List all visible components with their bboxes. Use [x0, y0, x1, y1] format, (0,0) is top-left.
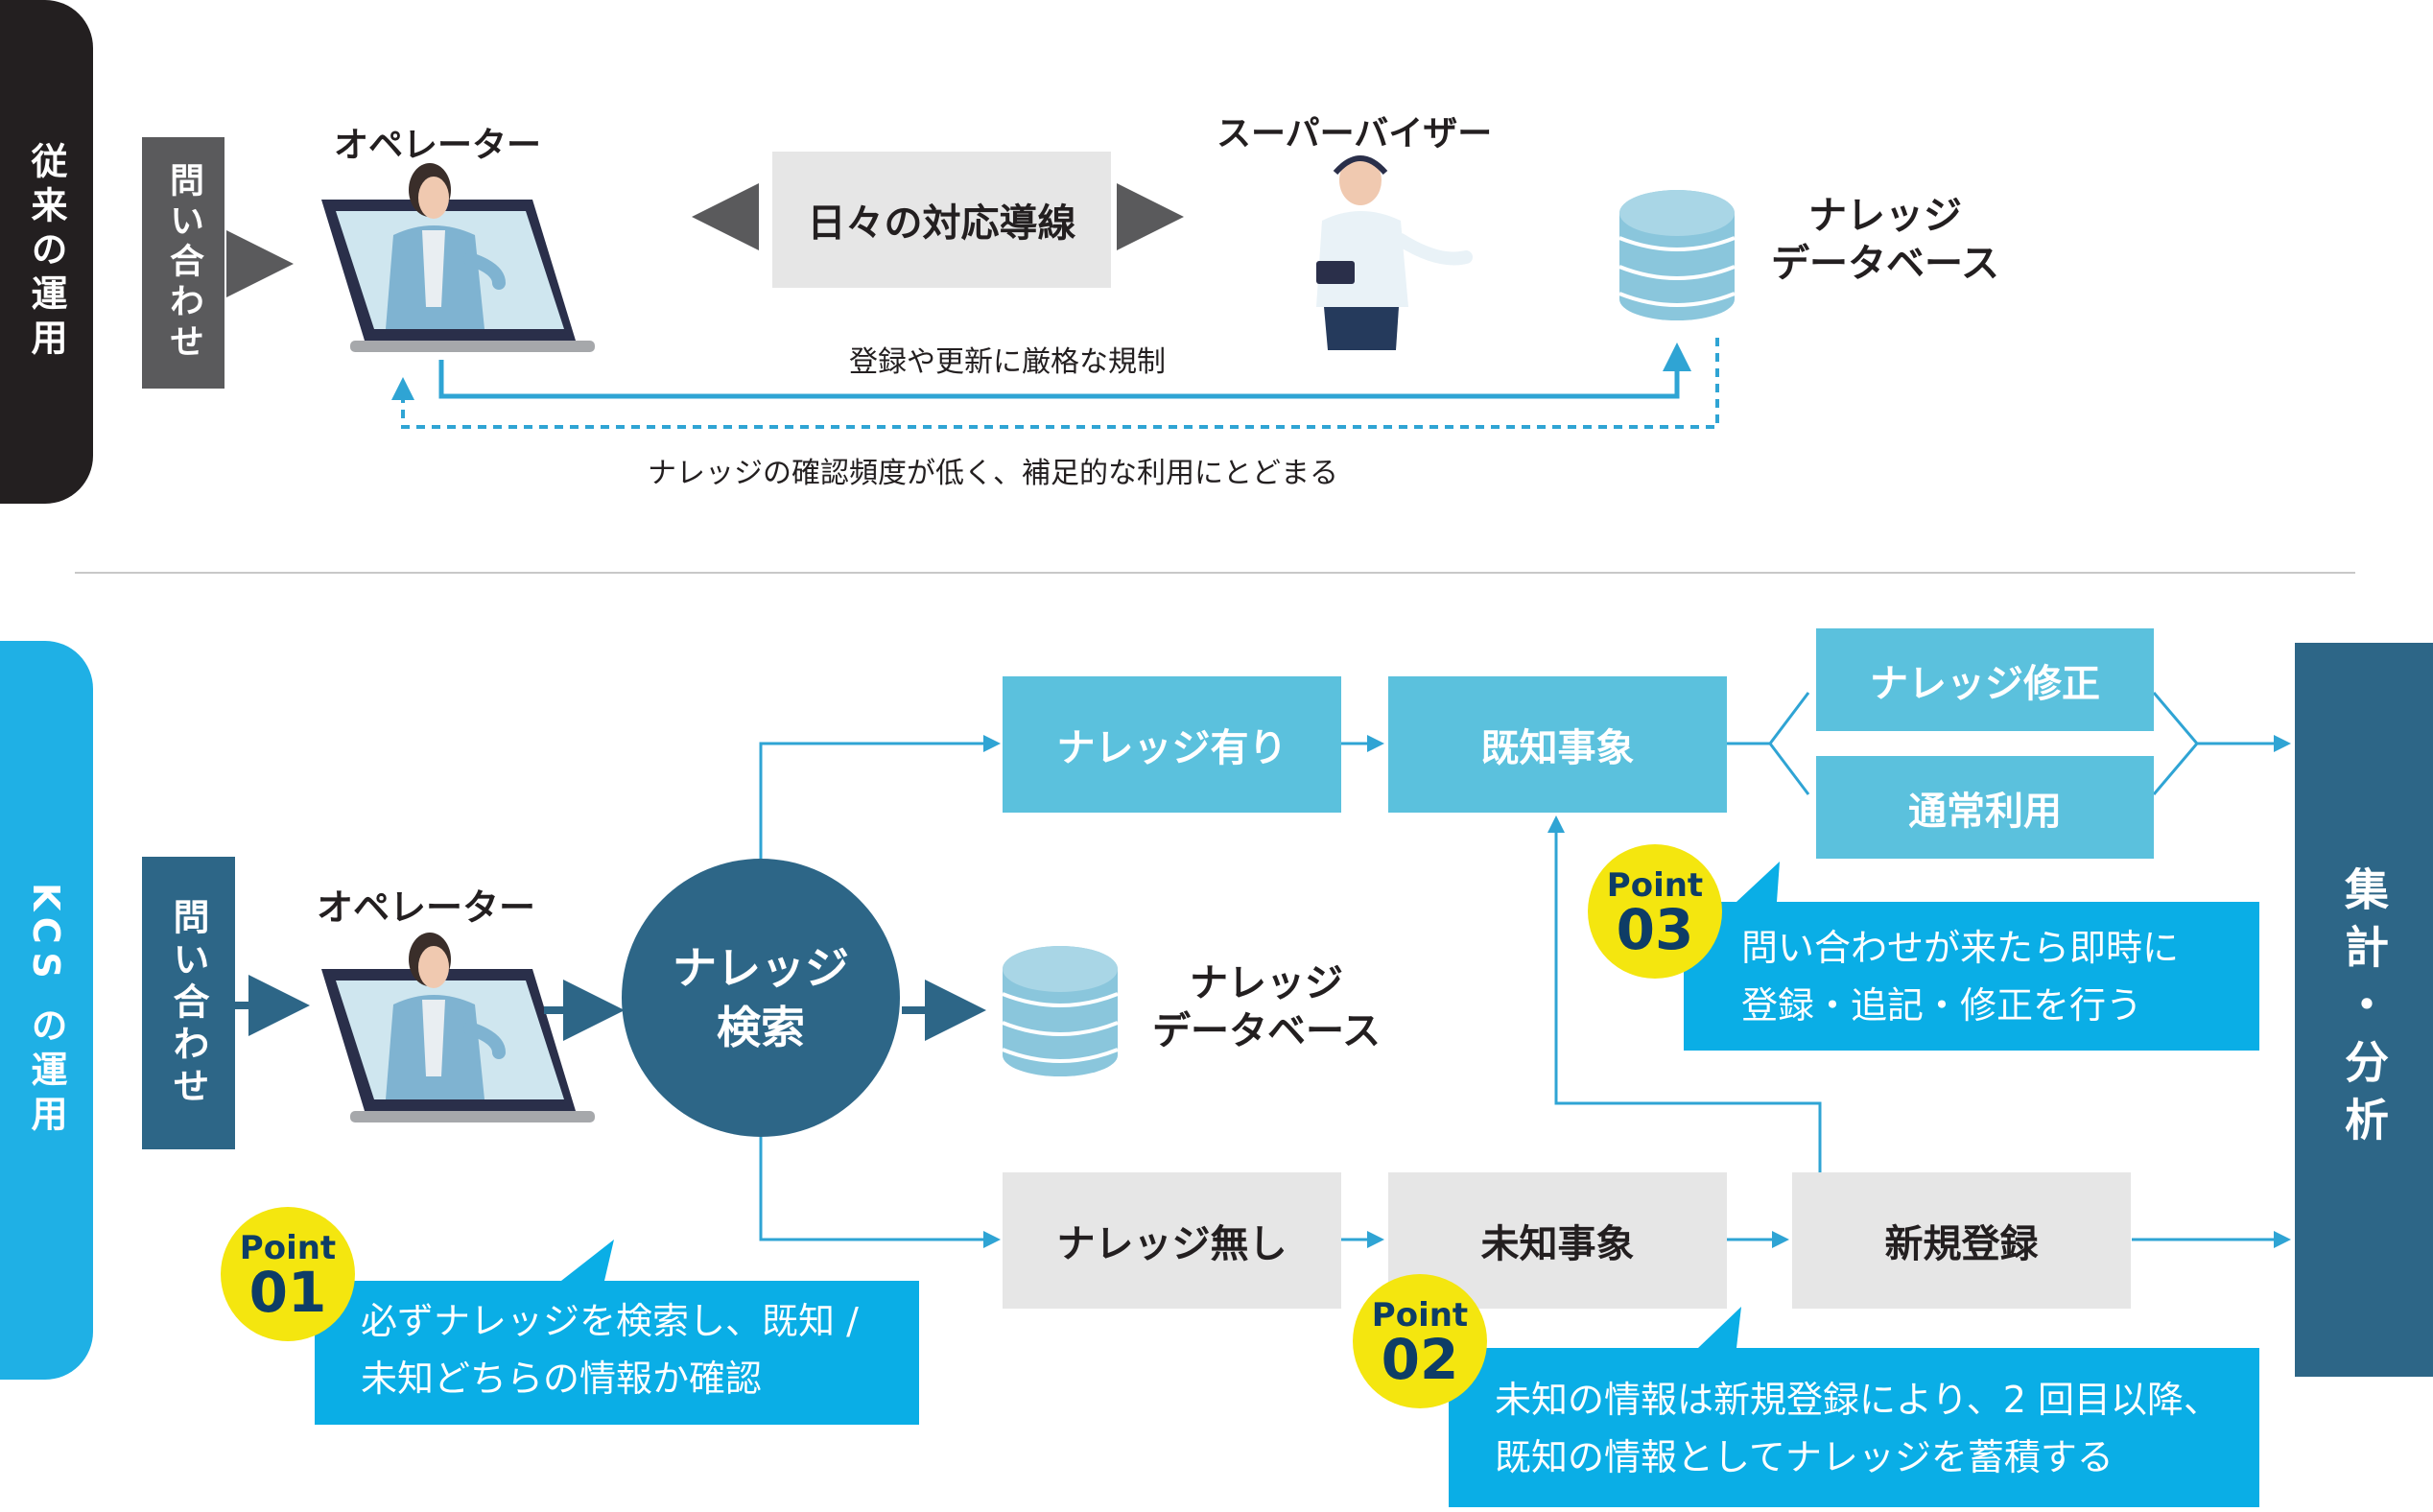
no-knowledge-box: ナレッジ無し — [1003, 1172, 1341, 1309]
point-03-label: Point — [1606, 866, 1704, 905]
point-01-number: 01 — [248, 1260, 327, 1325]
daily-flow-box: 日々の対応導線 — [772, 152, 1111, 288]
inquiry-box-bottom: 問い合わせ — [142, 857, 235, 1149]
operator-laptop-illustration-top — [321, 163, 595, 352]
inquiry-label-bottom: 問い合わせ — [167, 897, 209, 1109]
point-02-callout: 未知の情報は新規登録により、2 回目以降、 既知の情報としてナレッジを蓄積する — [1449, 1348, 2259, 1507]
connector-new-known — [1547, 815, 1822, 1172]
operator-label-top: オペレーター — [334, 126, 542, 165]
knowledge-db-label-bottom-line2: データベース — [1152, 1009, 1381, 1053]
knowledge-db-label-top: ナレッジ データベース — [1760, 192, 2010, 288]
knowledge-db-label-top-line1: ナレッジ — [1808, 194, 1962, 238]
has-knowledge-box: ナレッジ有り — [1003, 676, 1341, 813]
point-03-text-line1: 問い合わせが来たら即時に — [1741, 927, 2180, 969]
inquiry-box-top: 問い合わせ — [142, 137, 224, 389]
knowledge-fix-box: ナレッジ修正 — [1816, 628, 2154, 731]
point-02-label: Point — [1371, 1296, 1469, 1335]
point-01-text-line1: 必ずナレッジを検索し、既知 / — [361, 1300, 859, 1342]
knowledge-search-label-line2: 検索 — [717, 1002, 805, 1053]
operator-laptop-illustration-bottom — [321, 933, 595, 1122]
knowledge-search-label: ナレッジ 検索 — [622, 938, 900, 1057]
knowledge-db-label-bottom: ナレッジ データベース — [1132, 959, 1401, 1055]
connector-search-has — [759, 735, 1001, 859]
known-event-box: 既知事象 — [1388, 676, 1727, 813]
callout-tail-02 — [1698, 1307, 1741, 1348]
legacy-side-label: 従来の運用 — [0, 0, 93, 504]
point-03-text-line2: 登録・追記・修正を行う — [1741, 984, 2143, 1027]
callout-tail-03 — [1736, 862, 1780, 902]
regulation-text: 登録や更新に厳格な規制 — [849, 345, 1166, 379]
operator-label-bottom: オペレーター — [317, 886, 536, 929]
database-icon-top — [1618, 190, 1736, 320]
callout-tail-01 — [561, 1240, 614, 1281]
new-registration-box: 新規登録 — [1792, 1172, 2131, 1309]
aggregate-analysis-label: 集計・分析 — [2338, 865, 2390, 1154]
knowledge-db-label-top-line2: データベース — [1771, 242, 1999, 286]
database-icon-bottom — [1002, 946, 1119, 1076]
inquiry-label-top: 問い合わせ — [164, 162, 203, 364]
limited-use-text: ナレッジの確認頻度が低く、補足的な利用にとどまる — [648, 457, 1338, 490]
connector-search-none — [759, 1137, 1001, 1248]
point-02-text-line1: 未知の情報は新規登録により、2 回目以降、 — [1495, 1379, 2220, 1421]
arrow-regulation — [438, 343, 1691, 399]
knowledge-db-label-bottom-line1: ナレッジ — [1190, 961, 1343, 1005]
point-02-text-line2: 既知の情報としてナレッジを蓄積する — [1495, 1436, 2114, 1478]
branch-known-fix-normal — [1727, 692, 1810, 745]
branch-known-normal — [1768, 743, 1810, 795]
knowledge-search-circle — [622, 859, 900, 1137]
point-01-callout: 必ずナレッジを検索し、既知 / 未知どちらの情報か確認 — [315, 1281, 919, 1425]
point-01-label: Point — [239, 1229, 337, 1267]
knowledge-search-label-line1: ナレッジ — [673, 942, 849, 994]
supervisor-label: スーパーバイザー — [1216, 114, 1493, 154]
point-01-badge: Point 01 — [221, 1207, 355, 1341]
unknown-event-box: 未知事象 — [1388, 1172, 1727, 1309]
point-02-badge: Point 02 — [1353, 1274, 1487, 1408]
point-03-callout: 問い合わせが来たら即時に 登録・追記・修正を行う — [1684, 902, 2259, 1051]
legacy-side-label-text: 従来の運用 — [25, 141, 67, 363]
point-03-badge: Point 03 — [1588, 844, 1722, 979]
point-03-number: 03 — [1616, 897, 1694, 962]
point-02-number: 02 — [1381, 1327, 1459, 1392]
kcs-side-label: KCS の運用 — [0, 641, 93, 1380]
kcs-side-label-text: KCS の運用 — [25, 882, 67, 1139]
normal-use-box: 通常利用 — [1816, 756, 2154, 859]
aggregate-analysis-box: 集計・分析 — [2295, 643, 2433, 1377]
supervisor-illustration — [1316, 155, 1473, 350]
point-01-text-line2: 未知どちらの情報か確認 — [361, 1358, 763, 1400]
merge-fix-normal — [2152, 692, 2199, 795]
